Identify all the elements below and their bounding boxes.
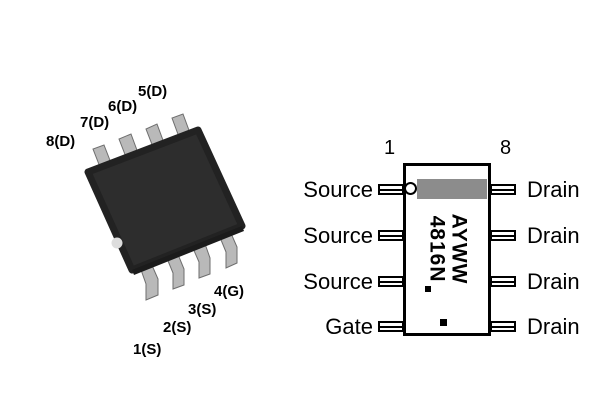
pin-function-drain-7: Drain: [527, 223, 580, 248]
pin1-indicator-circle: [404, 182, 417, 195]
pin-label-6d: 6(D): [108, 98, 137, 115]
tab-bar: [417, 179, 487, 199]
device-marking: 4816N AYWW: [424, 214, 471, 285]
pin-symbol-4: [378, 321, 404, 332]
pin-slot: [379, 188, 403, 191]
chip-3d-view: 8(D) 7(D) 6(D) 5(D) 1(S) 2(S) 3(S) 4(G): [46, 83, 246, 358]
pin-symbol-5: [490, 321, 516, 332]
marking-part-number: 4816N: [424, 216, 448, 283]
pin-symbol-6: [490, 276, 516, 287]
pin-label-3s: 3(S): [188, 301, 216, 318]
pin-symbol-8: [490, 184, 516, 195]
pin-slot: [491, 325, 515, 328]
pin-label-5d: 5(D): [138, 83, 167, 100]
pin-slot: [379, 234, 403, 237]
pin-number-8: 8: [500, 137, 512, 159]
pin-label-8d: 8(D): [46, 133, 75, 150]
pin-symbol-2: [378, 230, 404, 241]
pin-label-2s: 2(S): [163, 319, 191, 336]
marking-area: 4816N AYWW: [403, 163, 491, 336]
pin-symbol-1: [378, 184, 404, 195]
pin-label-7d: 7(D): [80, 114, 109, 131]
chip-body: [84, 126, 246, 274]
pin-function-source-1: Source: [303, 177, 373, 202]
pin-function-source-2: Source: [303, 223, 373, 248]
pin-function-source-3: Source: [303, 269, 373, 294]
pin-slot: [491, 234, 515, 237]
marking-dot-1: [425, 286, 431, 292]
pin-slot: [379, 325, 403, 328]
chip-body-edge: [132, 226, 244, 275]
pin-label-4g: 4(G): [214, 283, 244, 300]
pin-symbol-3: [378, 276, 404, 287]
pin-function-drain-8: Drain: [527, 177, 580, 202]
pin-function-gate: Gate: [325, 314, 373, 339]
marking-date-code: AYWW: [447, 214, 471, 285]
pin-slot: [491, 280, 515, 283]
pin-function-drain-5: Drain: [527, 314, 580, 339]
pin-function-drain-6: Drain: [527, 269, 580, 294]
pin-label-1s: 1(S): [133, 341, 161, 358]
pin-number-1: 1: [384, 137, 396, 159]
pin-symbol-7: [490, 230, 516, 241]
pin1-dot-marker: [111, 237, 123, 249]
marking-dot-2: [440, 319, 447, 326]
pin-slot: [491, 188, 515, 191]
pin-slot: [379, 280, 403, 283]
